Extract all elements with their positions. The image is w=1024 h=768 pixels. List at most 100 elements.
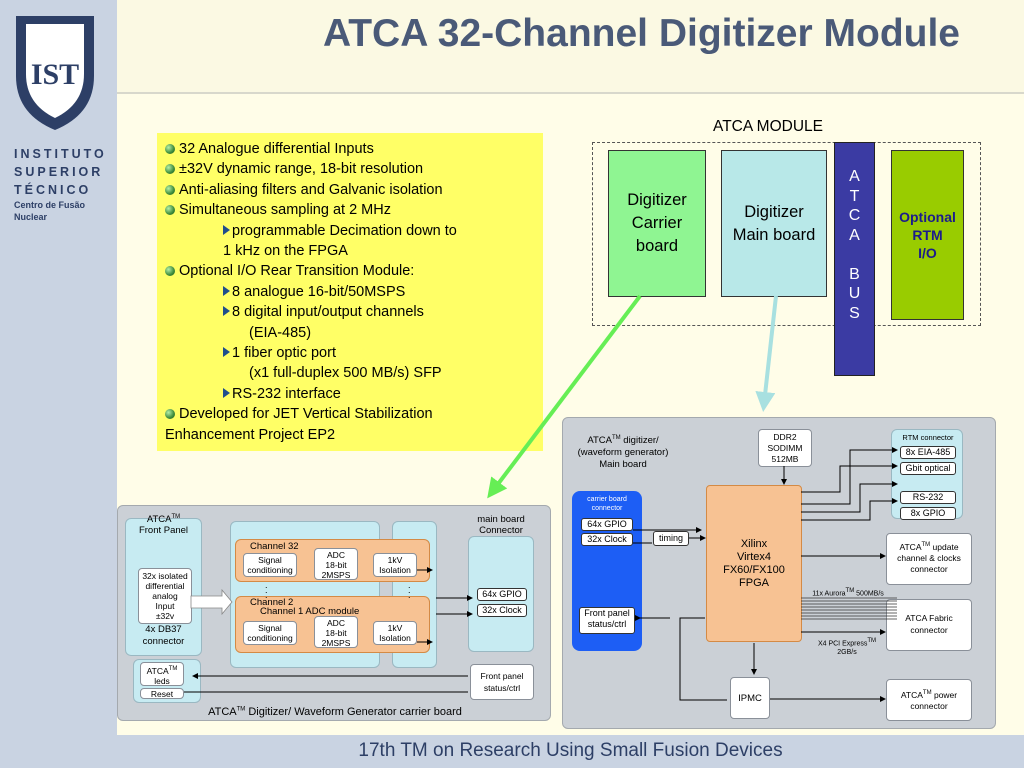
triangle-bullet-icon	[223, 306, 230, 317]
atca-module-label: ATCA MODULE	[713, 118, 823, 135]
feature-item: Anti-aliasing filters and Galvanic isola…	[165, 180, 535, 200]
main-board-pointer-arrow	[755, 295, 778, 412]
feature-text: 8 analogue 16-bit/50MSPS	[232, 283, 406, 300]
bullet-icon	[165, 184, 175, 195]
channel-2-label: Channel 2	[250, 597, 294, 608]
rtm-eia485: 8x EIA-485	[900, 446, 956, 459]
feature-text: RS-232 interface	[232, 385, 341, 402]
rtm-gpio: 8x GPIO	[900, 507, 956, 520]
feature-text: ±32V dynamic range, 18-bit resolution	[179, 161, 424, 178]
rtm-connector-group: RTM connector 8x EIA-485 Gbit optical RS…	[891, 429, 963, 520]
triangle-bullet-icon	[223, 387, 230, 398]
sidebar: IST INSTITUTO SUPERIOR TÉCNICO Centro de…	[0, 0, 117, 768]
institution-name: INSTITUTO SUPERIOR TÉCNICO	[14, 147, 107, 197]
department-name: Centro de Fusão Nuclear	[14, 200, 86, 222]
carrier-clock-32x: 32x Clock	[477, 604, 527, 617]
header-band	[117, 0, 1024, 92]
footer-text: 17th TM on Research Using Small Fusion D…	[358, 740, 783, 761]
feature-text: (EIA-485)	[249, 324, 312, 341]
ist-logo-shield-icon: IST	[16, 16, 94, 130]
atca-module-outline	[592, 142, 981, 326]
feature-text: 1 kHz on the FPGA	[223, 243, 348, 260]
rtm-rs232: RS-232	[900, 491, 956, 504]
feature-item: programmable Decimation down to	[165, 221, 535, 241]
footer-band	[117, 735, 1024, 768]
triangle-bullet-icon	[223, 224, 230, 235]
atca-bus-letter: S	[849, 304, 860, 322]
feature-text: Optional I/O Rear Transition Module:	[179, 263, 415, 280]
atca-bus-letter: U	[848, 285, 861, 302]
feature-item: 32 Analogue differential Inputs	[165, 139, 535, 159]
feature-text: (x1 full-duplex 500 MB/s) SFP	[249, 365, 442, 382]
atca-front-panel-title: ATCATM Front Panel	[138, 514, 189, 537]
feature-item: Optional I/O Rear Transition Module:	[165, 261, 535, 281]
carrier-pointer-arrow	[487, 294, 642, 499]
feature-item: 1 fiber optic port	[165, 343, 535, 363]
aurora-label: 11x AuroraTM 500MB/s	[812, 588, 884, 598]
feature-text: Simultaneous sampling at 2 MHz	[179, 202, 391, 219]
feature-text: Developed for JET Vertical Stabilization	[179, 406, 433, 423]
feature-item: Developed for JET Vertical Stabilization	[165, 404, 535, 424]
feature-text: Enhancement Project EP2	[165, 426, 336, 443]
ipmc-box: IPMC	[730, 677, 770, 719]
bullet-icon	[165, 144, 175, 154]
feature-item: Simultaneous sampling at 2 MHz	[165, 200, 535, 220]
feature-item: 8 analogue 16-bit/50MSPS	[165, 282, 535, 302]
channel-32-label: Channel 32	[250, 541, 299, 552]
svg-text:IST: IST	[31, 58, 79, 91]
feature-list: 32 Analogue differential Inputs ±32V dyna…	[157, 133, 543, 451]
feature-text: 8 digital input/output channels	[232, 304, 424, 321]
digitizer-main-board-diagram: ATCATM digitizer/ (waveform generator) M…	[562, 417, 996, 729]
channel-1-label: Channel 1 ADC module	[260, 606, 360, 617]
timing-box: timing	[653, 531, 689, 546]
atca-bus-letter: B	[849, 265, 860, 283]
feature-item: 1 kHz on the FPGA	[165, 241, 535, 261]
ellipsis-dots: ...	[265, 580, 268, 600]
carrier-gpio-64x: 64x GPIO	[477, 588, 527, 601]
atca-power-connector: ATCATM power connector	[886, 679, 972, 721]
atca-bus-letter: A	[849, 168, 860, 185]
feature-text: Anti-aliasing filters and Galvanic isola…	[179, 181, 443, 198]
rtm-connector-label: RTM connector	[902, 433, 954, 442]
triangle-bullet-icon	[223, 285, 230, 296]
feature-item: RS-232 interface	[165, 384, 535, 404]
bullet-icon	[165, 266, 175, 277]
digitizer-board-title: ATCATM digitizer/ (waveform generator) M…	[577, 435, 669, 471]
feature-text: programmable Decimation down to	[232, 222, 457, 239]
reset-button: Reset	[140, 688, 184, 699]
atca-bus-letter: T	[849, 187, 860, 205]
gpio-64x: 64x GPIO	[581, 518, 633, 531]
bullet-icon	[165, 409, 175, 420]
bullet-icon	[165, 205, 175, 216]
rtm-gbit-optical: Gbit optical	[900, 462, 956, 475]
feature-text: 1 fiber optic port	[232, 345, 336, 362]
atca-bus-letter: C	[848, 207, 861, 224]
feature-item: ±32V dynamic range, 18-bit resolution	[165, 159, 535, 179]
clock-32x: 32x Clock	[581, 533, 633, 546]
feature-item: (x1 full-duplex 500 MB/s) SFP	[165, 363, 535, 383]
feature-item: 8 digital input/output channels	[165, 302, 535, 322]
feature-item: (EIA-485)	[165, 323, 535, 343]
ellipsis-dots-right: ...	[408, 580, 411, 600]
